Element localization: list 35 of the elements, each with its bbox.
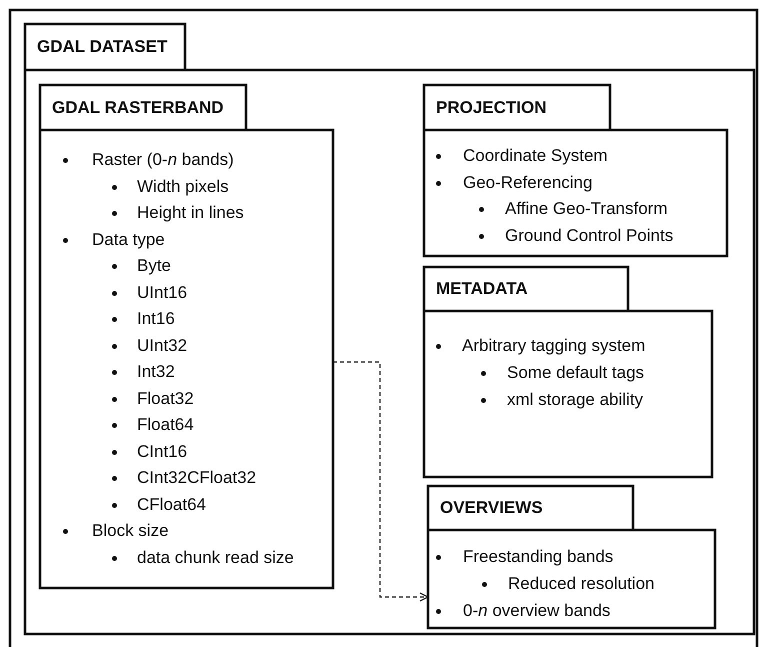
list-item: xml storage ability xyxy=(507,390,644,410)
list-item: Height in lines xyxy=(137,203,244,223)
list-item: Float64 xyxy=(137,415,194,435)
box-heading: OVERVIEWS xyxy=(440,498,543,518)
box-heading: PROJECTION xyxy=(436,98,547,118)
list-item: Width pixels xyxy=(137,176,229,196)
list-item: CInt32CFloat32 xyxy=(137,468,256,488)
list-item: UInt32 xyxy=(137,336,188,356)
list-item: Block size xyxy=(92,521,169,541)
list-item: CInt16 xyxy=(137,442,188,462)
list-item: Raster (0-n bands) xyxy=(92,150,234,170)
list-item: 0-n overview bands xyxy=(463,601,610,621)
list-item: Byte xyxy=(137,256,172,276)
list-item: Int32 xyxy=(137,362,175,382)
list-item: Int16 xyxy=(137,309,175,329)
list-item: Freestanding bands xyxy=(463,547,614,567)
folder-box xyxy=(424,267,712,477)
list-item: Float32 xyxy=(137,388,194,408)
box-heading: METADATA xyxy=(436,279,528,299)
dashed-arrow xyxy=(333,361,429,602)
list-item: UInt16 xyxy=(137,282,188,302)
list-item: Data type xyxy=(92,230,165,250)
list-item: Some default tags xyxy=(507,363,644,383)
box-heading: GDAL RASTERBAND xyxy=(52,98,224,118)
list-item: CFloat64 xyxy=(137,494,206,514)
folder-box xyxy=(428,486,715,628)
list-item: Arbitrary tagging system xyxy=(462,336,646,356)
list-item: Geo-Referencing xyxy=(463,172,592,192)
list-item: data chunk read size xyxy=(137,548,294,568)
list-item: Ground Control Points xyxy=(505,226,674,246)
list-item: Affine Geo-Transform xyxy=(505,199,668,219)
list-item: Coordinate System xyxy=(463,146,608,166)
folder-box xyxy=(40,85,333,588)
box-heading: GDAL DATASET xyxy=(37,37,168,57)
list-item: Reduced resolution xyxy=(508,574,654,594)
